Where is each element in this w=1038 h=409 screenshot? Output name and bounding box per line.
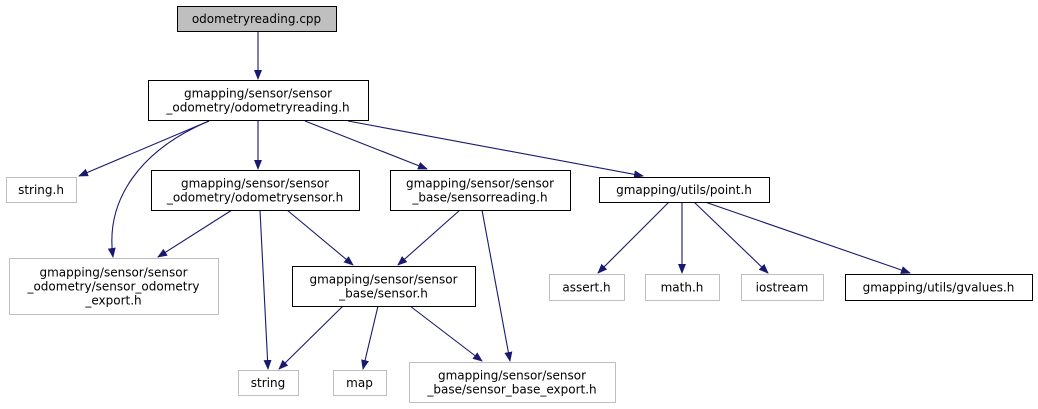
node-label: assert.h bbox=[562, 281, 610, 295]
node-point-h[interactable]: gmapping/utils/point.h bbox=[599, 177, 770, 203]
node-sensor-h[interactable]: gmapping/sensor/sensor_base/sensor.h bbox=[292, 266, 476, 307]
node-label: gmapping/sensor/sensor bbox=[39, 266, 187, 280]
edge-sensor-h-to-string bbox=[278, 305, 344, 370]
node-string: string bbox=[238, 370, 299, 396]
node-label: string.h bbox=[18, 183, 64, 197]
node-label: gmapping/sensor/sensor bbox=[406, 177, 554, 191]
node-box bbox=[238, 370, 299, 396]
edge-sensor-h-to-sensor-base-export-h bbox=[409, 305, 483, 362]
edge-odometrysensor-h-to-sensor-h bbox=[286, 209, 354, 266]
node-box bbox=[9, 258, 219, 315]
node-sensor-odometry-export-h: gmapping/sensor/sensor_odometry/sensor_o… bbox=[9, 258, 219, 315]
node-label: odometryreading.cpp bbox=[192, 12, 321, 26]
node-box bbox=[151, 170, 360, 211]
node-box bbox=[845, 274, 1033, 301]
node-label: _export.h bbox=[84, 294, 141, 308]
node-box bbox=[645, 274, 720, 301]
edge-odometryreading-h-to-sensorreading-h bbox=[304, 120, 428, 170]
node-iostream: iostream bbox=[741, 274, 824, 301]
node-label: gmapping/sensor/sensor bbox=[309, 273, 457, 287]
node-box bbox=[148, 80, 369, 121]
node-sensorreading-h[interactable]: gmapping/sensor/sensor_base/sensorreadin… bbox=[390, 170, 571, 211]
node-label: map bbox=[346, 376, 373, 390]
edge-odometrysensor-h-to-sensor-odometry-export-h bbox=[157, 209, 233, 258]
node-label: string bbox=[251, 376, 285, 390]
edge-sensorreading-h-to-sensor-base-export-h bbox=[481, 209, 513, 362]
node-gvalues-h[interactable]: gmapping/utils/gvalues.h bbox=[845, 274, 1033, 301]
node-label: gmapping/sensor/sensor bbox=[184, 87, 332, 101]
edge-point-h-to-gvalues-h bbox=[704, 201, 911, 274]
node-box bbox=[333, 370, 387, 396]
edge-sensorreading-h-to-sensor-h bbox=[397, 209, 461, 266]
node-label: iostream bbox=[756, 281, 809, 295]
node-label: _base/sensor_base_export.h bbox=[426, 383, 596, 397]
node-box bbox=[6, 177, 77, 203]
node-odometryreading-cpp[interactable]: odometryreading.cpp bbox=[177, 6, 337, 32]
node-odometryreading-h[interactable]: gmapping/sensor/sensor_odometry/odometry… bbox=[148, 80, 369, 121]
node-label: gmapping/sensor/sensor bbox=[181, 177, 329, 191]
node-label: _base/sensorreading.h bbox=[411, 191, 547, 205]
node-label: _base/sensor.h bbox=[338, 287, 428, 301]
edge-odometryreading-h-to-string-h bbox=[78, 120, 210, 177]
node-box bbox=[549, 274, 625, 301]
edge-point-h-to-assert-h bbox=[597, 201, 670, 274]
node-box bbox=[390, 170, 571, 211]
node-label: math.h bbox=[661, 281, 704, 295]
edge-point-h-to-iostream bbox=[693, 201, 769, 274]
nodes-layer: odometryreading.cpp gmapping/sensor/senso… bbox=[6, 6, 1033, 403]
node-box bbox=[599, 177, 770, 203]
node-box bbox=[741, 274, 824, 301]
node-string-h: string.h bbox=[6, 177, 77, 203]
node-sensor-base-export-h: gmapping/sensor/sensor_base/sensor_base_… bbox=[409, 362, 616, 403]
node-label: gmapping/utils/point.h bbox=[616, 183, 752, 197]
edge-odometryreading-h-to-point-h bbox=[347, 120, 644, 179]
node-label: _odometry/odometryreading.h bbox=[165, 101, 349, 115]
node-box bbox=[292, 266, 476, 307]
node-box bbox=[177, 6, 337, 32]
node-odometrysensor-h[interactable]: gmapping/sensor/sensor_odometry/odometry… bbox=[151, 170, 360, 211]
edges-layer bbox=[78, 31, 911, 370]
node-label: _odometry/odometrysensor.h bbox=[166, 191, 343, 205]
edge-sensor-h-to-map bbox=[361, 305, 379, 370]
node-label: gmapping/sensor/sensor bbox=[438, 369, 586, 383]
edge-odometryreading-h-to-sensor-odometry-export-h bbox=[107, 120, 210, 258]
node-assert-h: assert.h bbox=[549, 274, 625, 301]
node-label: _odometry/sensor_odometry bbox=[26, 280, 199, 294]
node-map: map bbox=[333, 370, 387, 396]
node-label: gmapping/utils/gvalues.h bbox=[863, 281, 1015, 295]
node-box bbox=[409, 362, 616, 403]
edge-odometrysensor-h-to-string bbox=[259, 209, 272, 370]
node-math-h: math.h bbox=[645, 274, 720, 301]
